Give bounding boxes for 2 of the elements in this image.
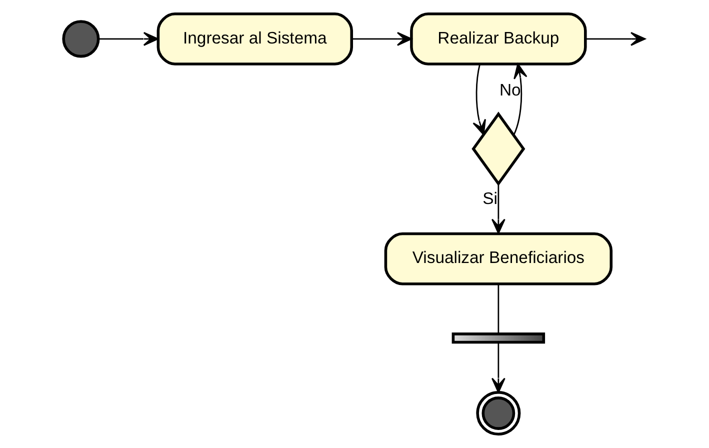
edge-label: Si <box>482 188 497 208</box>
edge-label: No <box>498 80 520 100</box>
